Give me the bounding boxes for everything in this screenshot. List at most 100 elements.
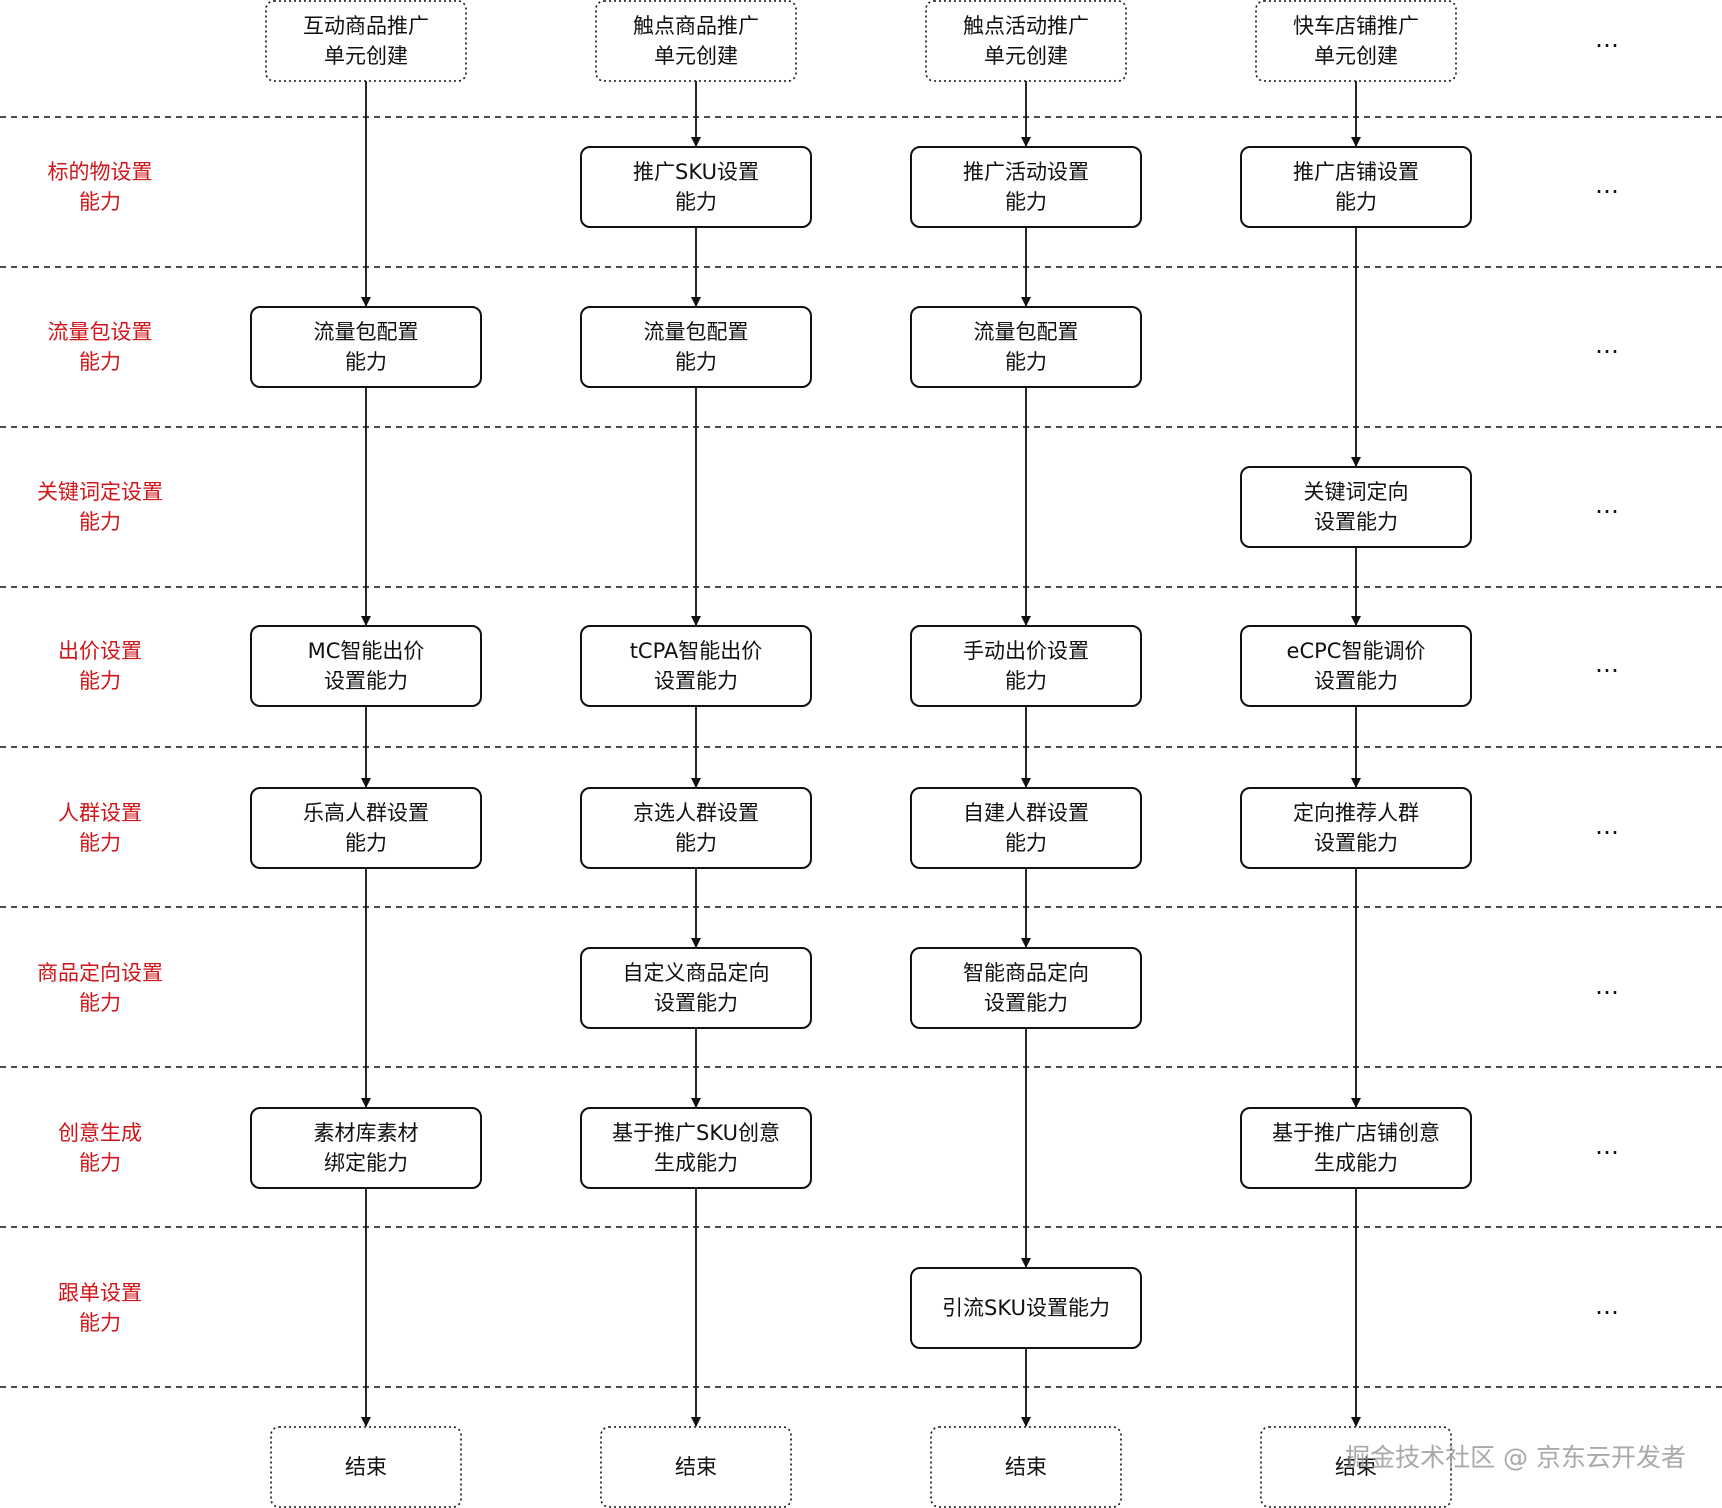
end-node-label-line: 结束 xyxy=(1335,1455,1377,1479)
capability-node-label-line: 自定义商品定向 xyxy=(623,961,770,985)
capability-node-label-line: 基于推广SKU创意 xyxy=(612,1121,780,1145)
capability-node-label-line: 推广店铺设置 xyxy=(1293,160,1419,184)
capability-node-label: 推广店铺设置能力 xyxy=(1293,160,1419,214)
capability-node-label-line: 推广SKU设置 xyxy=(633,160,759,184)
row-labels: 标的物设置能力流量包设置能力关键词定设置能力出价设置能力人群设置能力商品定向设置… xyxy=(37,160,163,1335)
ellipsis: … xyxy=(1595,1292,1621,1320)
capability-node xyxy=(910,787,1142,869)
capability-node-label: MC智能出价设置能力 xyxy=(308,639,425,693)
capability-node-label-line: 能力 xyxy=(1005,669,1047,693)
start-node-label: 触点活动推广单元创建 xyxy=(963,14,1089,68)
row-label: 流量包设置能力 xyxy=(48,320,153,374)
capability-node xyxy=(250,1107,482,1189)
capability-node-label-line: 京选人群设置 xyxy=(633,801,759,825)
capability-node-label-line: 设置能力 xyxy=(1314,831,1398,855)
capability-node-label: 乐高人群设置能力 xyxy=(303,801,429,855)
ellipsis: … xyxy=(1595,972,1621,1000)
capability-node-label-line: 流量包配置 xyxy=(644,320,749,344)
capability-node xyxy=(250,625,482,707)
row-label-line: 商品定向设置 xyxy=(37,961,163,985)
start-node-label-line: 单元创建 xyxy=(984,44,1068,68)
capability-node-label-line: 自建人群设置 xyxy=(963,801,1089,825)
capability-node-label-line: 能力 xyxy=(675,350,717,374)
row-label-line: 能力 xyxy=(79,991,121,1015)
end-node xyxy=(930,1426,1122,1508)
capability-node-label-line: 推广活动设置 xyxy=(963,160,1089,184)
capability-node-label-line: 智能商品定向 xyxy=(963,961,1089,985)
row-label-line: 能力 xyxy=(79,510,121,534)
end-node-label: 结束 xyxy=(1005,1455,1047,1479)
capability-node-label-line: 乐高人群设置 xyxy=(303,801,429,825)
start-node-label-line: 单元创建 xyxy=(654,44,738,68)
capability-node xyxy=(1240,1107,1472,1189)
capability-node xyxy=(910,947,1142,1029)
row-label: 出价设置能力 xyxy=(58,639,142,693)
ellipsis: … xyxy=(1595,491,1621,519)
capability-node xyxy=(250,306,482,388)
ellipsis: … xyxy=(1595,331,1621,359)
end-node-label: 结束 xyxy=(675,1455,717,1479)
capability-node-label: 基于推广SKU创意生成能力 xyxy=(612,1121,780,1175)
end-node xyxy=(600,1426,792,1508)
row-label: 人群设置能力 xyxy=(58,801,142,855)
capability-node xyxy=(1240,146,1472,228)
row-label-line: 能力 xyxy=(79,190,121,214)
row-label-line: 能力 xyxy=(79,669,121,693)
row-dividers xyxy=(0,116,1722,1388)
capability-node-label-line: 流量包配置 xyxy=(974,320,1079,344)
capability-node-label-line: 流量包配置 xyxy=(314,320,419,344)
start-node xyxy=(925,0,1127,82)
row-label-line: 流量包设置 xyxy=(48,320,153,344)
capability-node-label: 流量包配置能力 xyxy=(974,320,1079,374)
capability-node-label: 流量包配置能力 xyxy=(644,320,749,374)
capability-node-label: 手动出价设置能力 xyxy=(963,639,1089,693)
ellipsis: … xyxy=(1595,171,1621,199)
capability-node-label: 流量包配置能力 xyxy=(314,320,419,374)
start-node-label-line: 触点活动推广 xyxy=(963,14,1089,38)
capability-node-label-line: 引流SKU设置能力 xyxy=(942,1296,1110,1320)
capability-node-label-line: eCPC智能调价 xyxy=(1287,639,1426,663)
capability-node-label-line: 能力 xyxy=(1005,831,1047,855)
capability-node-label-line: 能力 xyxy=(345,831,387,855)
capability-node xyxy=(580,1107,812,1189)
capability-node xyxy=(580,947,812,1029)
end-node xyxy=(270,1426,462,1508)
row-label-line: 跟单设置 xyxy=(58,1281,142,1305)
row-label: 跟单设置能力 xyxy=(58,1281,142,1335)
start-node-label: 互动商品推广单元创建 xyxy=(303,14,429,68)
capability-node-label: eCPC智能调价设置能力 xyxy=(1287,639,1426,693)
start-node xyxy=(1255,0,1457,82)
capability-node xyxy=(580,146,812,228)
start-node-label-line: 单元创建 xyxy=(324,44,408,68)
end-node-label-line: 结束 xyxy=(1005,1455,1047,1479)
capability-node-label-line: 能力 xyxy=(1005,190,1047,214)
row-label-line: 人群设置 xyxy=(58,801,142,825)
capability-node-label: 基于推广店铺创意生成能力 xyxy=(1272,1121,1440,1175)
capability-node xyxy=(1240,625,1472,707)
capability-node xyxy=(1240,466,1472,548)
capability-node-label-line: 生成能力 xyxy=(1314,1151,1398,1175)
row-label: 商品定向设置能力 xyxy=(37,961,163,1015)
capability-node-label: 素材库素材绑定能力 xyxy=(314,1121,419,1175)
capability-node-label-line: 绑定能力 xyxy=(324,1151,408,1175)
capability-node-label-line: 能力 xyxy=(675,831,717,855)
capability-node xyxy=(1240,787,1472,869)
capability-node xyxy=(910,1267,1142,1349)
capability-node-label: 定向推荐人群设置能力 xyxy=(1293,801,1419,855)
ellipsis-column: ……………………… xyxy=(1595,25,1621,1320)
capability-node-label: 关键词定向设置能力 xyxy=(1304,480,1409,534)
capability-node-label-line: 能力 xyxy=(1335,190,1377,214)
capability-node-label-line: 设置能力 xyxy=(654,991,738,1015)
end-node-label-line: 结束 xyxy=(675,1455,717,1479)
start-node xyxy=(265,0,467,82)
capability-node-label: 推广SKU设置能力 xyxy=(633,160,759,214)
row-label-line: 出价设置 xyxy=(58,639,142,663)
end-node xyxy=(1260,1426,1452,1508)
capability-node-label-line: tCPA智能出价 xyxy=(630,639,763,663)
row-label-line: 标的物设置 xyxy=(48,160,153,184)
row-label: 关键词定设置能力 xyxy=(37,480,163,534)
capability-node-label-line: 设置能力 xyxy=(1314,510,1398,534)
end-node-label: 结束 xyxy=(1335,1455,1377,1479)
capability-node-label-line: 能力 xyxy=(675,190,717,214)
